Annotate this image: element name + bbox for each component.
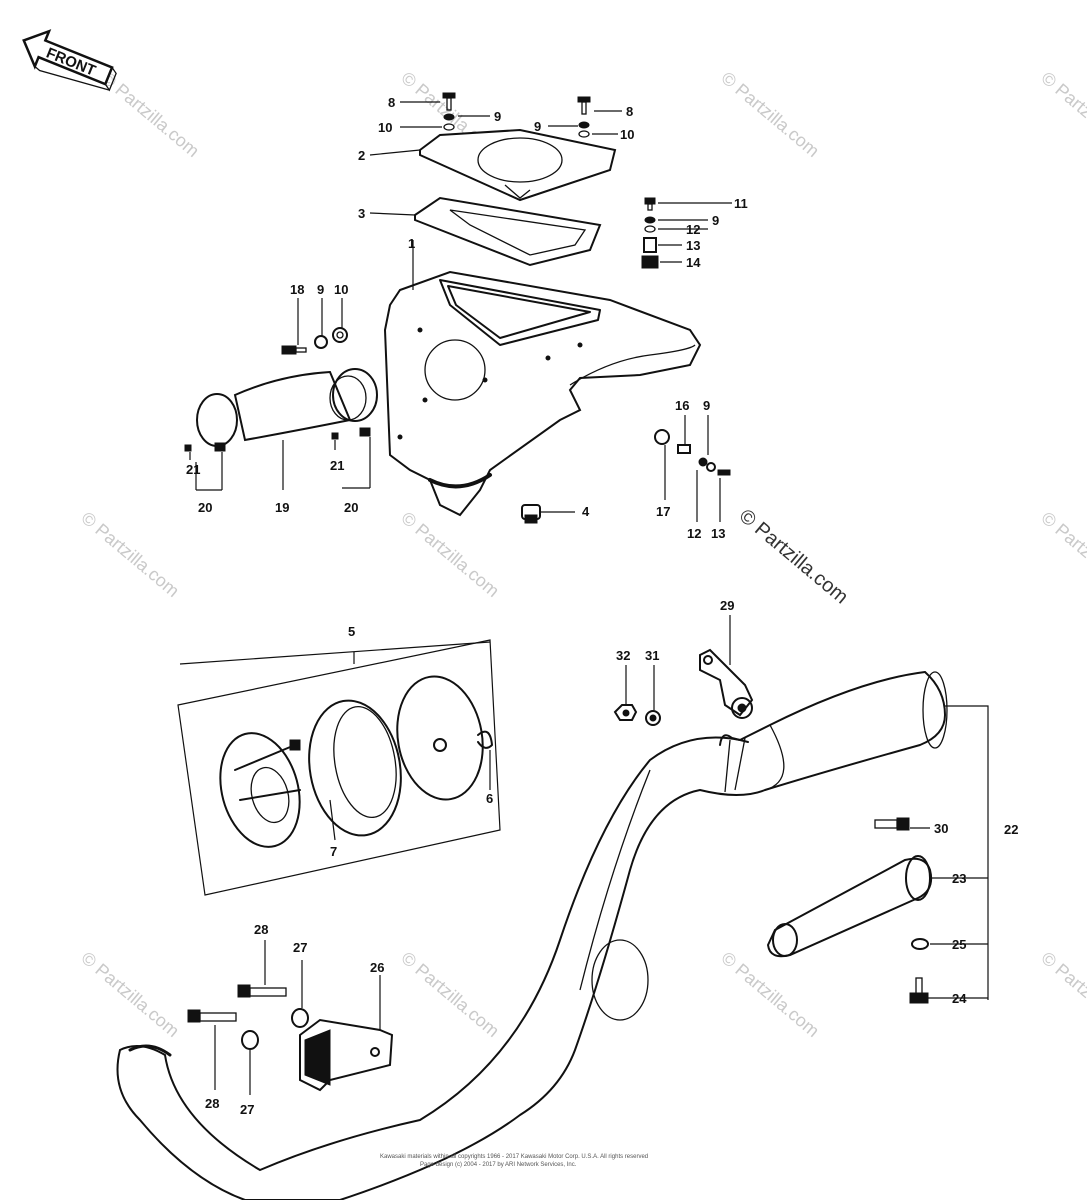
callout: 20 [344, 500, 358, 515]
callout: 9 [317, 282, 324, 297]
callout: 12 [687, 526, 701, 541]
callout: 8 [626, 104, 633, 119]
callout: 29 [720, 598, 734, 613]
callout: 25 [952, 937, 966, 952]
watermark: © Partzilla.com [735, 505, 852, 608]
air-box [383, 270, 702, 517]
watermark: © Partzilla.com [1037, 508, 1087, 601]
callout: 1 [408, 236, 415, 251]
muffler-hardware [874, 817, 929, 1004]
callout: 13 [711, 526, 725, 541]
muffler-bracket [613, 648, 754, 726]
callout: 2 [358, 148, 365, 163]
callout: 30 [934, 821, 948, 836]
watermark: © Partzilla.com [1037, 948, 1087, 1041]
callout: 9 [534, 119, 541, 134]
callout: 9 [712, 213, 719, 228]
callout: 27 [240, 1102, 254, 1117]
callout: 12 [686, 222, 700, 237]
callout: 31 [645, 648, 659, 663]
tail-pipe [766, 855, 933, 958]
watermark: © Partzilla.com [397, 508, 503, 601]
exhaust-system [116, 670, 948, 1200]
callout: 19 [275, 500, 289, 515]
callout: 21 [186, 462, 200, 477]
callout: 27 [293, 940, 307, 955]
callout: 22 [1004, 822, 1018, 837]
callout: 13 [686, 238, 700, 253]
callout: 9 [494, 109, 501, 124]
callout: 5 [348, 624, 355, 639]
callout: 24 [952, 991, 967, 1006]
watermark: © Partzilla.com [717, 68, 823, 161]
callout: 3 [358, 206, 365, 221]
watermark: © Partzilla.com [77, 508, 183, 601]
watermark: © Partzilla.com [717, 948, 823, 1041]
air-box-fittings [521, 429, 731, 524]
callout: 14 [686, 255, 701, 270]
copyright-line-1: Kawasaki materials within all copyrights… [380, 1154, 648, 1160]
callout: 11 [734, 196, 748, 211]
watermark: © Partzilla.com [1037, 68, 1087, 161]
callout-labels: 8 9 10 2 3 1 8 9 10 11 9 12 13 14 18 9 1… [186, 95, 1018, 1117]
watermark: © Partzilla.com [77, 948, 183, 1041]
intake-hose [184, 327, 378, 452]
callout: 10 [620, 127, 634, 142]
callout: 26 [370, 960, 384, 975]
callout: 18 [290, 282, 304, 297]
callout: 16 [675, 398, 689, 413]
callout: 32 [616, 648, 630, 663]
callout: 23 [952, 871, 966, 886]
callout: 21 [330, 458, 344, 473]
callout: 8 [388, 95, 395, 110]
leader-lines [179, 101, 989, 1095]
callout: 7 [330, 844, 337, 859]
top-hardware [442, 92, 659, 269]
callout: 28 [205, 1096, 219, 1111]
callout: 10 [334, 282, 348, 297]
callout: 9 [703, 398, 710, 413]
callout: 28 [254, 922, 268, 937]
callout: 4 [582, 504, 590, 519]
callout: 20 [198, 500, 212, 515]
copyright-line-2: Page design (c) 2004 - 2017 by ARI Netwo… [420, 1162, 577, 1168]
copyright-footer: Kawasaki materials within all copyrights… [380, 1154, 648, 1168]
gasket [414, 196, 602, 267]
callout: 17 [656, 504, 670, 519]
cover-plate [419, 128, 617, 202]
air-cleaner-assembly [177, 639, 501, 896]
watermark: © Partzilla.com [397, 948, 503, 1041]
rear-bracket [187, 984, 394, 1092]
callout: 10 [378, 120, 392, 135]
callout: 6 [486, 791, 493, 806]
